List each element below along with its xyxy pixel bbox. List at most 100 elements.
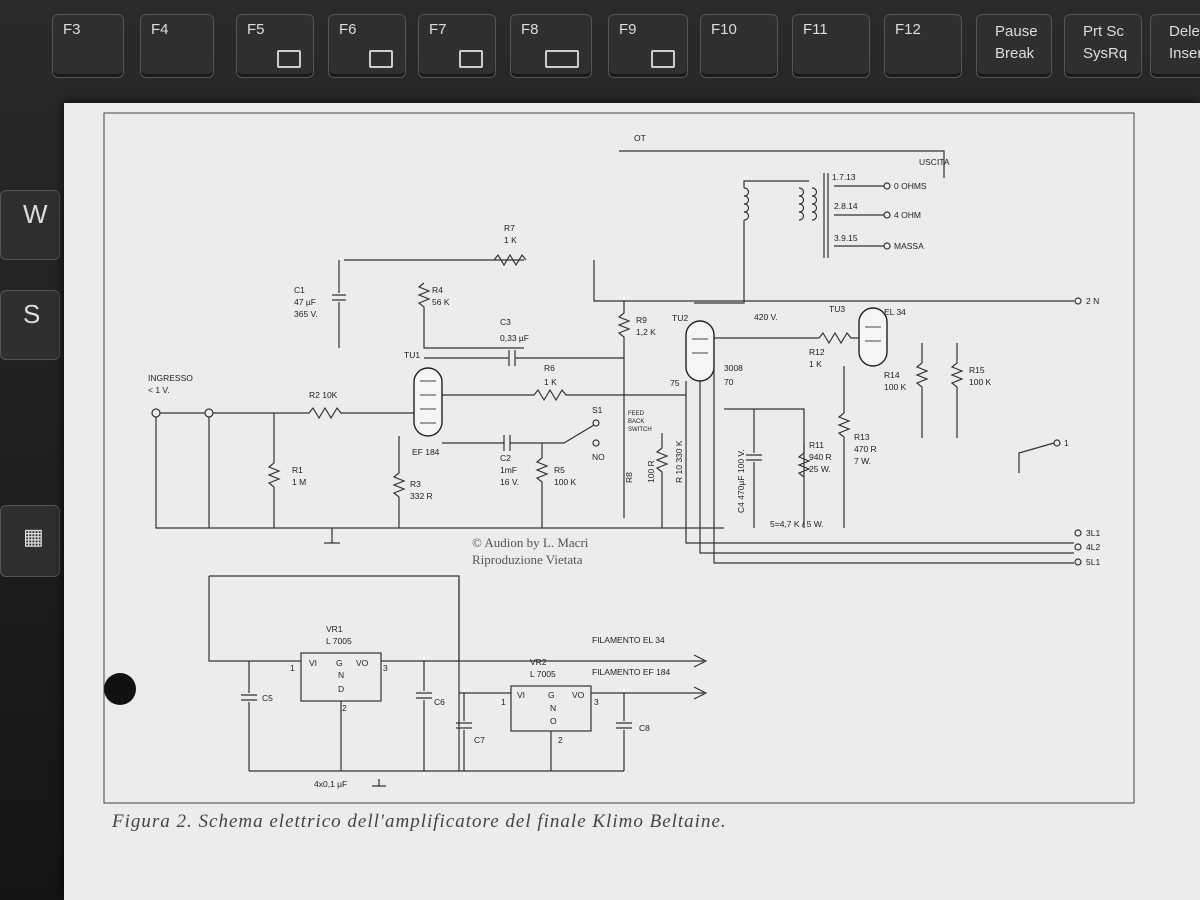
- schematic-paper: OT USCITA 1.7.13 2.8.14 3.9.15 0 OHMS 4 …: [64, 103, 1200, 900]
- c3-capacitor: [424, 350, 624, 366]
- vr1-pin2: 2: [342, 703, 347, 713]
- w-label: W: [23, 199, 48, 229]
- el34-label: EL 34: [884, 307, 906, 317]
- wire-b-plus: [593, 260, 1074, 302]
- r8-label: R8: [624, 472, 634, 483]
- r9-label: R9: [636, 315, 647, 325]
- v420-label: 420 V.: [754, 312, 778, 322]
- vr1-label: VR1: [326, 624, 343, 634]
- c8-label: C8: [639, 723, 650, 733]
- r10-label: R 10 330 K: [674, 440, 684, 483]
- vr1-d: D: [338, 684, 344, 694]
- fil34-label: FILAMENTO EL 34: [592, 635, 665, 645]
- psu-ground-rail: [249, 701, 624, 772]
- ot-label: OT: [634, 133, 646, 143]
- tu1-tube: [413, 367, 443, 437]
- f11-key[interactable]: F11: [792, 14, 870, 78]
- s-key[interactable]: S: [0, 290, 60, 360]
- r2-label: R2 10K: [309, 390, 338, 400]
- r6-value: 1 K: [544, 377, 557, 387]
- wire-3l1: [685, 381, 1074, 544]
- s1-label: S1: [592, 405, 603, 415]
- r14-value: 100 K: [884, 382, 907, 392]
- f12-key[interactable]: F12: [884, 14, 962, 78]
- r5-label: R5: [554, 465, 565, 475]
- r3-resistor: [392, 436, 406, 528]
- n3008-label: 3008: [724, 363, 743, 373]
- tu1-label: TU1: [404, 350, 420, 360]
- vr1-vi: VI: [309, 658, 317, 668]
- r4-label: R4: [432, 285, 443, 295]
- massa-label: MASSA: [894, 241, 924, 251]
- vr2-vi: VI: [517, 690, 525, 700]
- c4-label: C4 470µF 100 V.: [736, 449, 746, 513]
- n75-label: 75: [670, 378, 680, 388]
- out0-label: 0 OHMS: [894, 181, 927, 191]
- feedback-label-3: SWITCH: [628, 427, 652, 433]
- r14-label: R14: [884, 370, 900, 380]
- windows-key[interactable]: ▦: [0, 505, 60, 577]
- fil184-label: FILAMENTO EF 184: [592, 667, 671, 677]
- f3-key[interactable]: F3: [52, 14, 124, 78]
- ground-rail: [155, 417, 724, 529]
- r9-resistor: [617, 301, 631, 518]
- f7-key[interactable]: F7: [418, 14, 496, 78]
- l3-label: 3L1: [1086, 528, 1100, 538]
- display-switch-icon: [545, 50, 579, 68]
- s1-switch: [442, 424, 595, 451]
- c2-voltage: 16 V.: [500, 477, 519, 487]
- w-key[interactable]: W: [0, 190, 60, 260]
- insert-label: Insert: [1169, 45, 1200, 62]
- r7-value: 1 K: [504, 235, 517, 245]
- n2-label: 2 N: [1086, 296, 1099, 306]
- vr2-label: VR2: [530, 657, 547, 667]
- r7-label: R7: [504, 223, 515, 233]
- volume-up-icon: [929, 54, 949, 68]
- vr1-n: N: [338, 670, 344, 680]
- cap-label: 4x0,1 µF: [314, 779, 347, 789]
- copyright-line1: © Audion by L. Macri: [472, 535, 589, 550]
- wire-5l1: [713, 365, 1074, 564]
- c1-capacitor: [332, 260, 346, 348]
- f5-key[interactable]: F5: [236, 14, 314, 78]
- mute-icon: [745, 54, 765, 68]
- tu3-tube: [858, 307, 888, 367]
- wire-b-plus-top: [619, 150, 945, 178]
- f8-key[interactable]: F8: [510, 14, 592, 78]
- r13-value1: 470 R: [854, 444, 877, 454]
- brightness-icon: [369, 50, 393, 68]
- vr2-vo: VO: [572, 690, 585, 700]
- psu-top-wire: [209, 575, 460, 661]
- schematic-diagram: OT USCITA 1.7.13 2.8.14 3.9.15 0 OHMS 4 …: [103, 112, 1135, 804]
- l5-label: 5L1: [1086, 557, 1100, 567]
- vr2-pin3: 3: [594, 697, 599, 707]
- vr1-g: G: [336, 658, 343, 668]
- c1-label: C1: [294, 285, 305, 295]
- r1-value: 1 M: [292, 477, 306, 487]
- psu-ground-symbol: [372, 779, 386, 787]
- figure-caption: Figura 2. Schema elettrico dell'amplific…: [112, 811, 727, 832]
- r15-value: 100 K: [969, 377, 992, 387]
- f4-key[interactable]: F4: [140, 14, 214, 78]
- wire-4l2: [699, 381, 1074, 554]
- r8-value: 100 R: [646, 460, 656, 483]
- ingresso-voltage: < 1 V.: [148, 385, 170, 395]
- f8-label: F8: [521, 21, 539, 38]
- windows-icon: ▦: [23, 524, 44, 549]
- r2-resistor: [160, 406, 414, 420]
- r6-resistor: [442, 388, 686, 402]
- vr1-vo: VO: [356, 658, 369, 668]
- f9-label: F9: [619, 21, 637, 38]
- r13-label: R13: [854, 432, 870, 442]
- f10-key[interactable]: F10: [700, 14, 778, 78]
- c6-label: C6: [434, 697, 445, 707]
- vr2-n: N: [550, 703, 556, 713]
- c5-label: C5: [262, 693, 273, 703]
- vr2-value: L 7005: [530, 669, 556, 679]
- f6-key[interactable]: F6: [328, 14, 406, 78]
- delete-key[interactable]: DeleteInsert: [1150, 14, 1200, 78]
- f9-key[interactable]: F9: [608, 14, 688, 78]
- output-transformer: [694, 173, 829, 304]
